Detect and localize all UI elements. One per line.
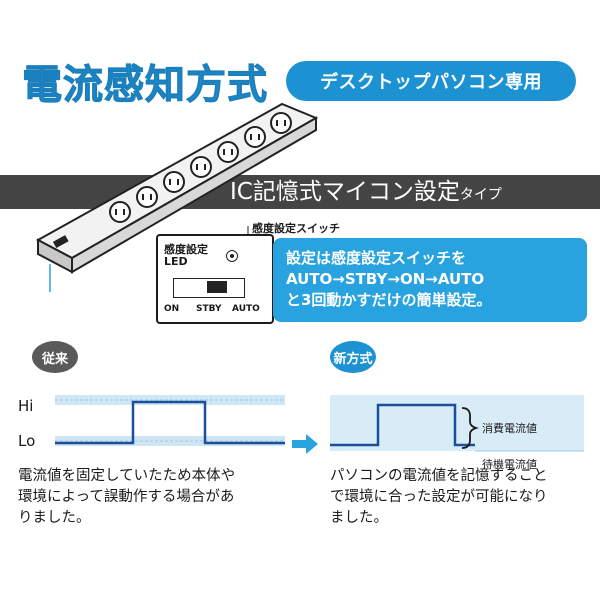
led-label-line1: 感度設定 (164, 243, 208, 256)
led-label-line2: LED (164, 255, 188, 268)
new-method-badge: 新方式 (330, 341, 376, 373)
main-title: 電流感知方式 (22, 62, 268, 109)
switch-pos-on: ON (164, 304, 180, 314)
switch-pos-stby: STBY (196, 304, 222, 314)
type-band-suffix: タイプ (459, 187, 502, 203)
callout-line: 設定は感度設定スイッチを (286, 249, 467, 267)
desc-line: パソコンの電流値を記憶すること (330, 468, 548, 484)
outlet-icons (109, 112, 292, 223)
consumption-current-label: 消費電流値 (482, 422, 537, 435)
switch-pos-auto: AUTO (232, 304, 260, 314)
conventional-description: 電流値を固定していたため本体や 環境によって誤動作する場合があ りました。 (18, 466, 235, 529)
new-pulse-line (330, 403, 475, 447)
type-band (0, 175, 600, 209)
callout-line: と3回動かすだけの簡単設定。 (286, 291, 492, 309)
brace-icon (461, 407, 479, 449)
callout-line: AUTO→STBY→ON→AUTO (286, 270, 485, 288)
old-pulse-line (55, 400, 285, 445)
desc-line: りました。 (18, 510, 91, 526)
led-icon (226, 250, 238, 262)
new-band (330, 395, 584, 451)
conventional-badge: 従来 (32, 341, 78, 373)
desc-line: ました。 (330, 510, 388, 526)
comparison-graphs (55, 395, 584, 454)
arrow-icon (292, 434, 318, 454)
desc-line: 電流値を固定していたため本体や (18, 468, 236, 484)
switch-caption: 感度設定スイッチ (252, 222, 340, 235)
lo-label: Lo (18, 432, 36, 450)
power-strip-illustration (35, 102, 319, 292)
desktop-only-badge: デスクトップパソコン専用 (286, 61, 576, 101)
hi-label: Hi (18, 397, 34, 415)
standby-current-label: 待機電流値 (482, 458, 537, 471)
type-band-main: IC記憶式マイコン設定 (230, 179, 460, 205)
sensitivity-slider-knob (207, 281, 227, 293)
desc-line: 環境によって誤動作する場合があ (18, 489, 235, 505)
type-band-text: IC記憶式マイコン設定タイプ (230, 175, 502, 209)
desc-line: で環境に合った設定が可能になり (330, 489, 548, 505)
setting-callout (273, 238, 587, 322)
setting-callout-text: 設定は感度設定スイッチを AUTO→STBY→ON→AUTO と3回動かすだけの… (286, 248, 586, 311)
new-method-description: パソコンの電流値を記憶すること で環境に合った設定が可能になり ました。 (330, 466, 548, 529)
